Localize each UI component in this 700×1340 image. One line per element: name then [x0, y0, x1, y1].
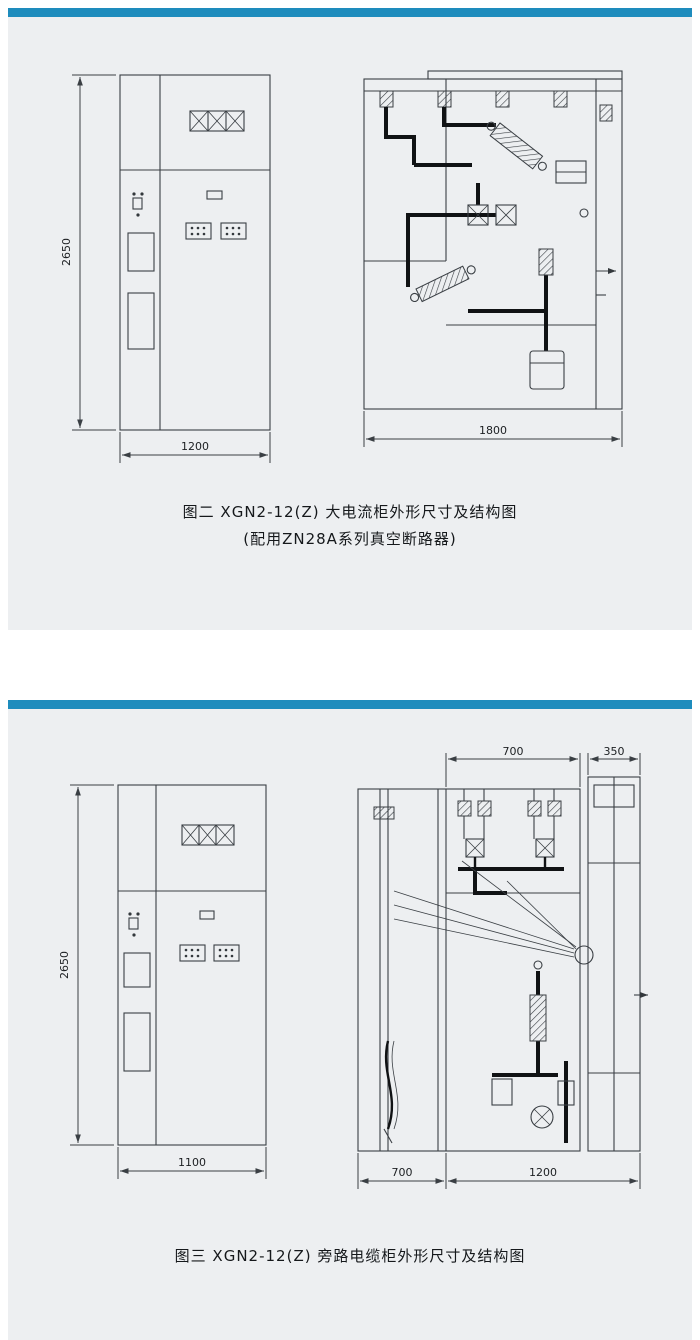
- figure2-front-meter: [206, 190, 223, 200]
- figure2-front-height-dimension: 2650: [60, 74, 116, 431]
- figure3-side-bottom-dimensions: 700 1200: [357, 1153, 641, 1189]
- figure2-side-width-dimension: 1800: [363, 411, 623, 447]
- figure3-side-top-dim-left-label: 700: [503, 745, 524, 758]
- figure2-side-bottom-box: [529, 350, 565, 390]
- figure2-front-width-dimension: 1200: [119, 432, 271, 463]
- figure3-side-structure: [357, 776, 641, 1152]
- figure3-front-button-plates: [179, 944, 240, 962]
- figure2-front-indicator: [132, 192, 144, 217]
- figure2-side-top-insulators: [379, 90, 613, 122]
- figure2-caption-line1: 图二 XGN2-12(Z) 大电流柜外形尺寸及结构图: [182, 503, 518, 521]
- figure2-side-busbars: [384, 107, 548, 351]
- figure2-panel: 2650: [8, 8, 692, 630]
- figure3-side-linkage-fan: [393, 860, 594, 965]
- figure2-front-width-dim-label: 1200: [181, 440, 209, 453]
- figure3-side-bottom-dim-right-label: 1200: [529, 1166, 557, 1179]
- figure2-side-post-insulator: [538, 248, 554, 276]
- figure3-side-lower-breaker: [529, 960, 547, 1042]
- figure3-side-top-insulator-cluster-b: [527, 789, 562, 858]
- figure2-side-width-dim-label: 1800: [479, 424, 507, 437]
- figure2-caption: 图二 XGN2-12(Z) 大电流柜外形尺寸及结构图 (配用ZN28A系列真空断…: [8, 499, 692, 553]
- figure3-front-width-dim-label: 1100: [178, 1156, 206, 1169]
- figure2-accent-bar: [8, 8, 692, 17]
- figure2-front-button-plates: [185, 222, 247, 240]
- figure3-front-height-dimension: 2650: [58, 784, 114, 1146]
- figure2-side-view-drawing: 1800: [363, 70, 623, 447]
- figure3-side-cable: [383, 1040, 399, 1144]
- figure2-front-panel-lower: [127, 292, 155, 350]
- figure2-drawings: 2650: [8, 17, 692, 475]
- figure2-front-cabinet: [119, 74, 271, 431]
- figure3-front-switch-windows: [181, 824, 235, 846]
- figure2-side-ct-boxes: [467, 204, 517, 226]
- figure3-side-view-drawing: 700 350: [357, 745, 648, 1189]
- figure3-front-indicator: [128, 912, 140, 937]
- figure3-side-busbars: [458, 857, 568, 1143]
- figure3-side-bottom-dim-left-label: 700: [392, 1166, 413, 1179]
- figure3-caption-line1: 图三 XGN2-12(Z) 旁路电缆柜外形尺寸及结构图: [174, 1247, 526, 1265]
- figure3-side-bottom-mechanism: [491, 1078, 575, 1129]
- figure3-front-panel-upper: [123, 952, 151, 988]
- figure3-side-top-dimensions: 700 350: [445, 745, 641, 787]
- figure2-side-operating-box: [555, 160, 587, 184]
- figure3-front-meter: [199, 910, 215, 920]
- figure2-front-panel-upper: [127, 232, 155, 272]
- figure2-front-switch-windows: [189, 110, 245, 132]
- figure3-front-panel-lower: [123, 1012, 151, 1072]
- figure3-side-right-handle: [634, 992, 648, 998]
- figure3-front-width-dimension: 1100: [117, 1147, 267, 1179]
- figure3-caption: 图三 XGN2-12(Z) 旁路电缆柜外形尺寸及结构图: [8, 1243, 692, 1270]
- figure3-front-view-drawing: 2650: [58, 784, 267, 1179]
- figure2-front-height-dim-label: 2650: [60, 238, 73, 266]
- figure3-accent-bar: [8, 700, 692, 709]
- figure2-side-right-mechanism: [579, 208, 616, 296]
- figure3-front-cabinet: [117, 784, 267, 1146]
- figure3-side-linkage-hub: [574, 945, 594, 965]
- figure3-side-top-insulator-cluster-a: [457, 789, 492, 858]
- figure3-side-top-dim-right-label: 350: [604, 745, 625, 758]
- figure3-front-height-dim-label: 2650: [58, 951, 71, 979]
- figure2-side-structure: [363, 70, 623, 410]
- figure2-side-upper-breaker: [486, 121, 547, 171]
- figure3-panel: 2650: [8, 700, 692, 1340]
- figure2-side-lower-breaker: [410, 265, 476, 303]
- figure2-caption-line2: (配用ZN28A系列真空断路器): [243, 530, 457, 548]
- figure2-front-view-drawing: 2650: [60, 74, 271, 463]
- figure3-drawings: 2650: [8, 709, 692, 1213]
